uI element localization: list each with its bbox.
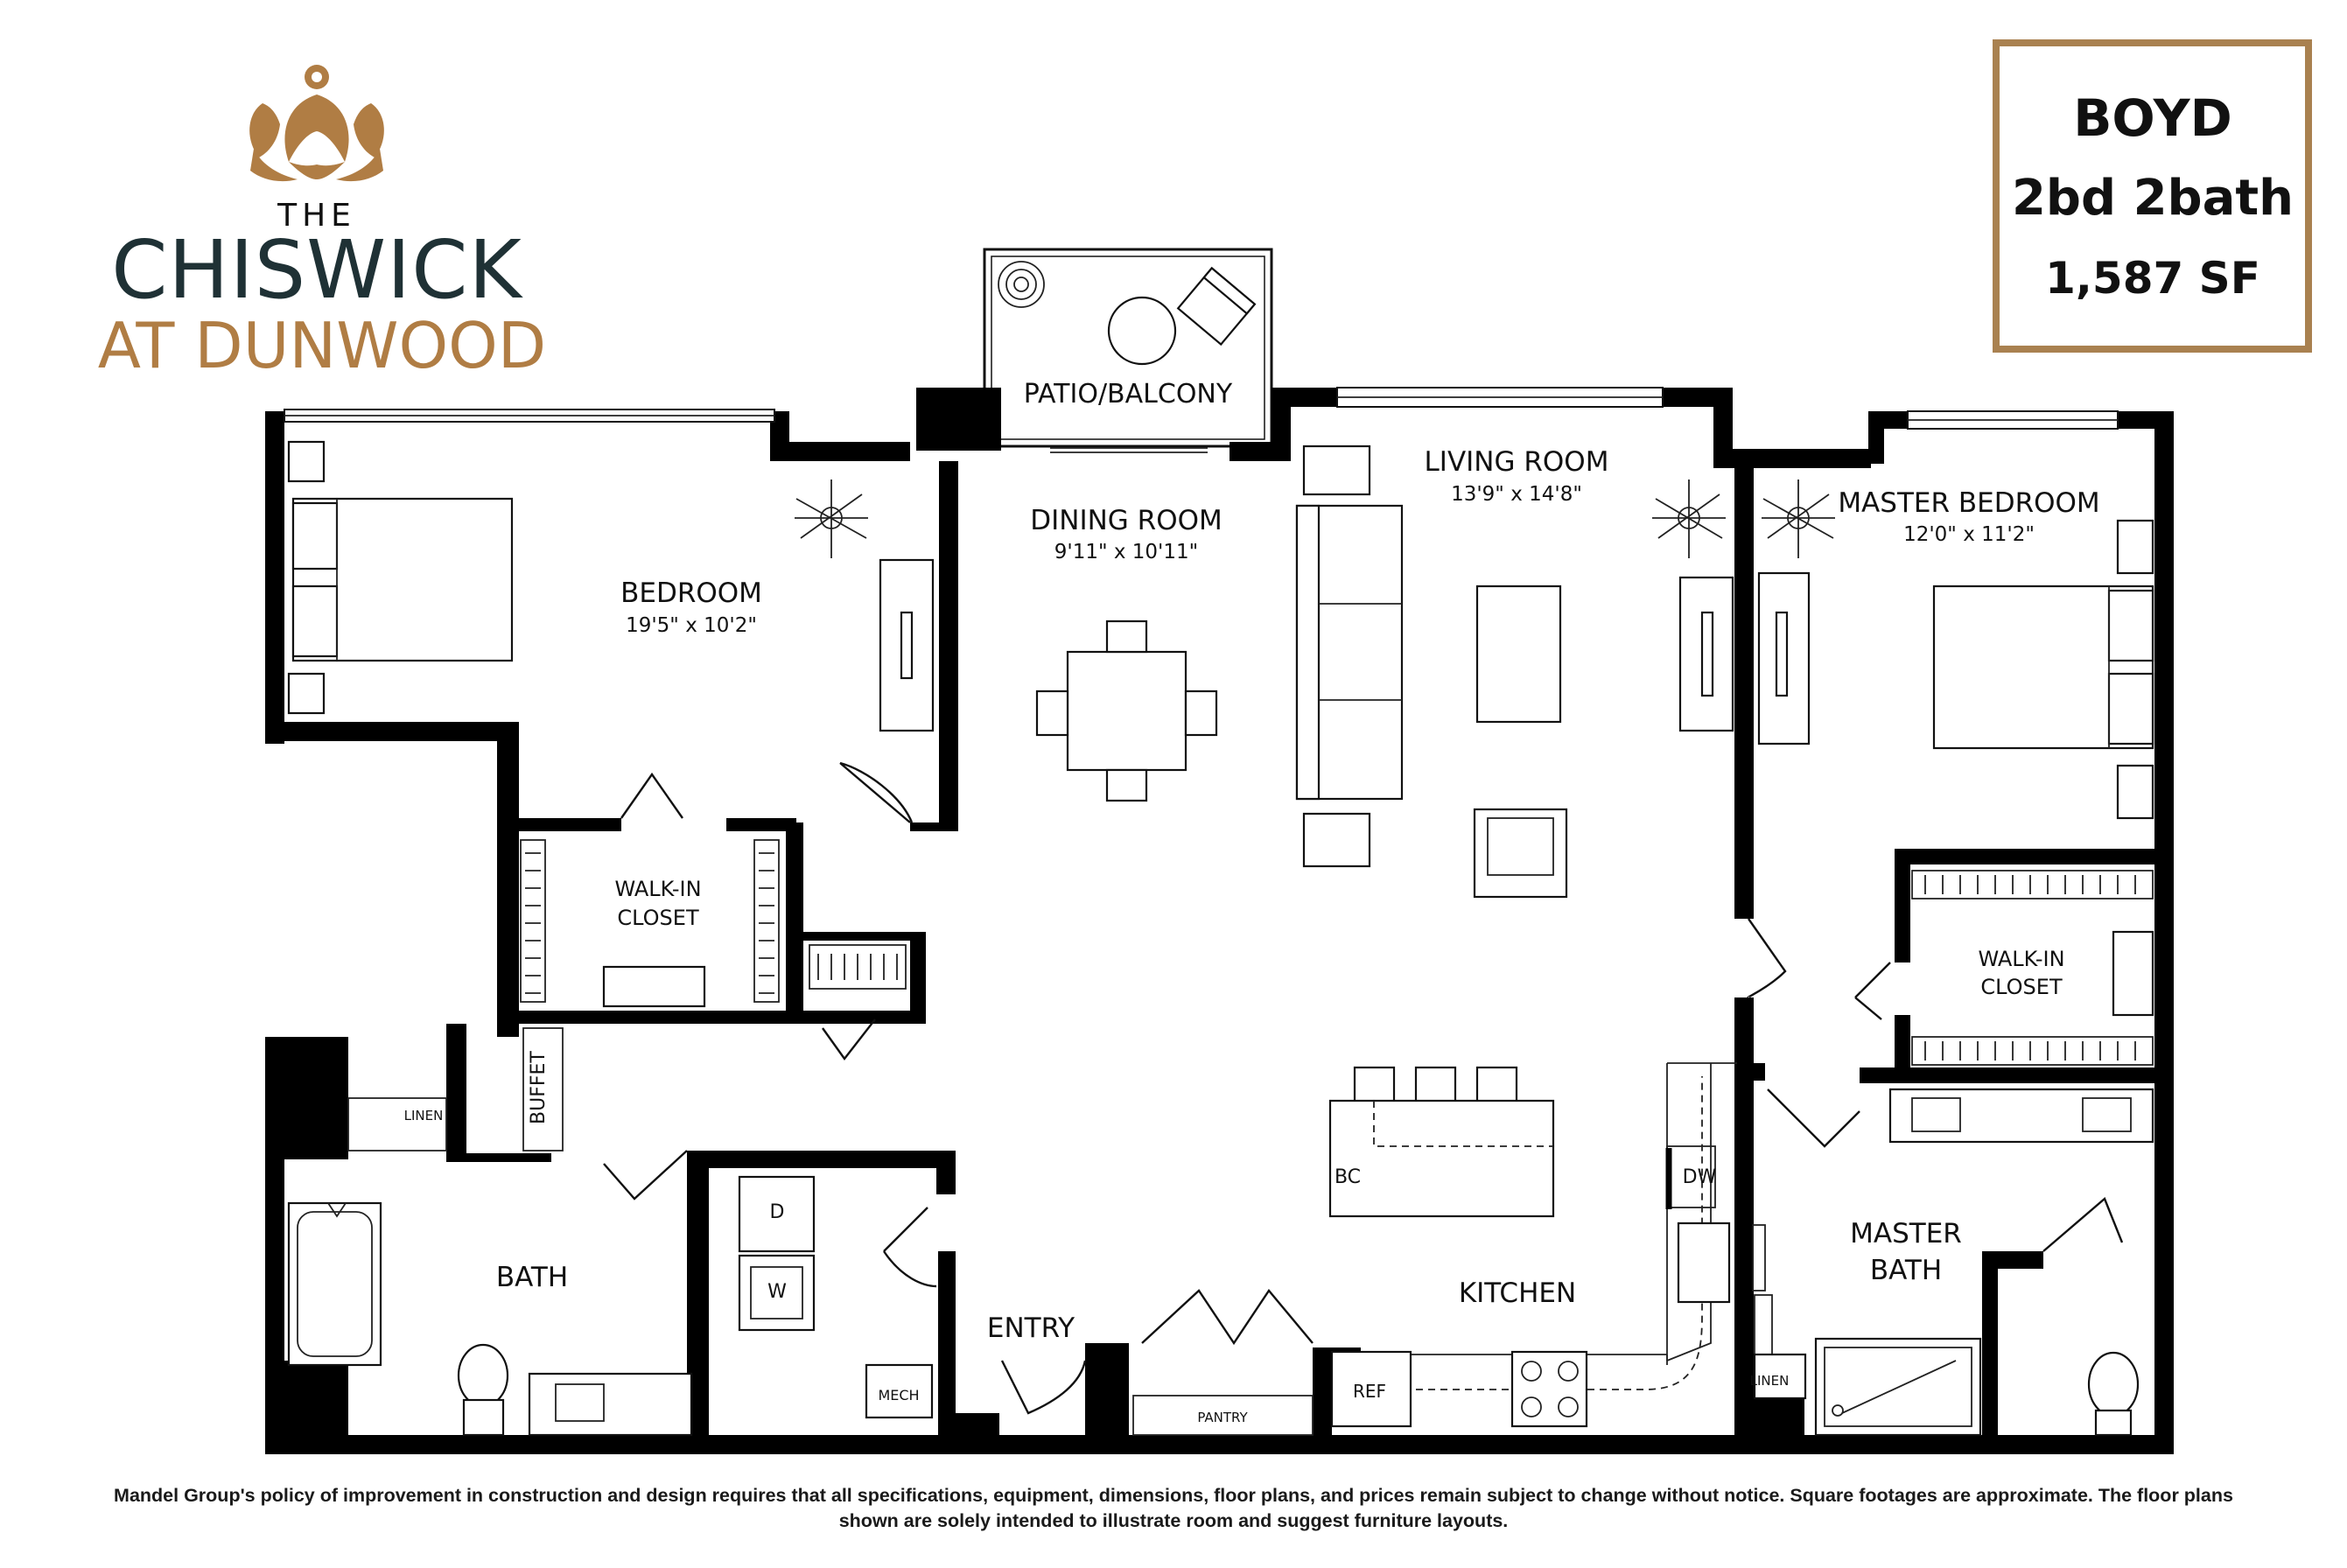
bedroom-label: BEDROOM <box>620 578 762 609</box>
dryer-label: D <box>770 1201 785 1223</box>
coffee-table <box>1475 584 1562 724</box>
logo-emblem-icon <box>249 65 384 182</box>
kitchen-fixtures <box>1132 1062 1766 1436</box>
walkin-closet-1 <box>520 839 907 1008</box>
mech-label: MECH <box>878 1387 919 1404</box>
bath-fixtures <box>287 1097 693 1437</box>
bath-vanity <box>528 1372 693 1437</box>
linen-2-label: LINEN <box>1750 1373 1790 1389</box>
bath-label: BATH <box>496 1262 568 1293</box>
kitchen-sink <box>1677 1222 1731 1304</box>
walls <box>265 388 2174 1454</box>
dining-table <box>1066 650 1188 772</box>
unit-info-box: BOYD 2bd 2bath 1,587 SF <box>1993 39 2312 353</box>
bc-label: BC <box>1335 1166 1361 1188</box>
walkin-closet-2 <box>1911 870 2154 1066</box>
windows <box>284 387 2119 430</box>
living-room-furniture <box>1295 444 1734 899</box>
patio-balcony <box>983 248 1273 453</box>
dining-room-label: DINING ROOM <box>1030 505 1223 536</box>
kitchen-label: KITCHEN <box>1459 1278 1576 1309</box>
washer <box>738 1254 816 1332</box>
living-plant-icon <box>1652 480 1726 558</box>
washer-label: W <box>767 1281 787 1303</box>
buffet <box>522 1027 564 1152</box>
nightstand <box>287 672 326 715</box>
unit-beds-baths: 2bd 2bath <box>2012 170 2294 227</box>
nightstand <box>287 440 326 483</box>
master-bath-fixtures <box>1753 1088 2154 1437</box>
linen-1-label: LINEN <box>404 1108 444 1124</box>
linen-closet <box>347 1097 447 1152</box>
patio-label: PATIO/BALCONY <box>1024 379 1233 410</box>
master-toilet <box>2087 1351 2140 1418</box>
unit-area: 1,587 SF <box>2045 253 2260 304</box>
master-bath-label-b: BATH <box>1870 1255 1942 1286</box>
master-bedroom-furniture <box>1757 480 2154 820</box>
patio-table <box>1107 296 1177 366</box>
master-plant-icon <box>1762 480 1835 558</box>
disclaimer-line-2: shown are solely intended to illustrate … <box>839 1510 1509 1531</box>
disclaimer-line-1: Mandel Group's policy of improvement in … <box>114 1485 2233 1506</box>
cooktop <box>1510 1350 1588 1428</box>
living-room-label: LIVING ROOM <box>1425 446 1609 478</box>
bedroom-plant-icon <box>795 480 868 558</box>
patio-chair <box>1176 266 1257 346</box>
kitchen-island <box>1328 1099 1555 1218</box>
living-room-dimensions: 13'9" x 14'8" <box>1451 483 1582 506</box>
pantry <box>1132 1395 1314 1436</box>
walkin-closet-1-label-a: WALK-IN <box>614 877 701 901</box>
walkin-closet-2-label-b: CLOSET <box>1980 975 2063 999</box>
dryer <box>738 1175 816 1253</box>
bathtub <box>287 1201 382 1367</box>
brand-line-2: CHISWICK <box>111 223 523 317</box>
refrigerator <box>1330 1350 1412 1428</box>
dw-label: DW <box>1683 1166 1717 1188</box>
mech-closet <box>865 1363 934 1419</box>
bedroom-dimensions: 19'5" x 10'2" <box>626 614 757 637</box>
unit-name: BOYD <box>2073 88 2232 148</box>
double-vanity <box>1888 1088 2154 1144</box>
patio-plant-icon <box>998 261 1045 308</box>
bedroom-furniture <box>287 440 935 732</box>
walkin-closet-2-label-a: WALK-IN <box>1978 947 2064 971</box>
brand-line-3: AT DUNWOOD <box>98 309 547 382</box>
brand-line-1: THE <box>277 198 356 234</box>
master-bedroom-dimensions: 12'0" x 11'2" <box>1903 523 2035 546</box>
brand-logo: THE CHISWICK AT DUNWOOD <box>98 65 547 382</box>
dining-room-dimensions: 9'11" x 10'11" <box>1054 541 1198 564</box>
laundry-fixtures <box>738 1175 934 1419</box>
dining-table-set <box>1035 620 1218 802</box>
entry-label: ENTRY <box>987 1312 1075 1344</box>
pantry-label: PANTRY <box>1197 1410 1248 1425</box>
ref-label: REF <box>1353 1381 1386 1402</box>
walkin-closet-1-label-b: CLOSET <box>617 906 699 930</box>
master-bath-label-a: MASTER <box>1850 1218 1962 1250</box>
master-bedroom-label: MASTER BEDROOM <box>1838 487 2099 519</box>
toilet <box>457 1343 509 1408</box>
buffet-label: BUFFET <box>528 1051 550 1124</box>
armchair <box>1473 808 1568 899</box>
unit-box-border <box>1993 39 2312 353</box>
